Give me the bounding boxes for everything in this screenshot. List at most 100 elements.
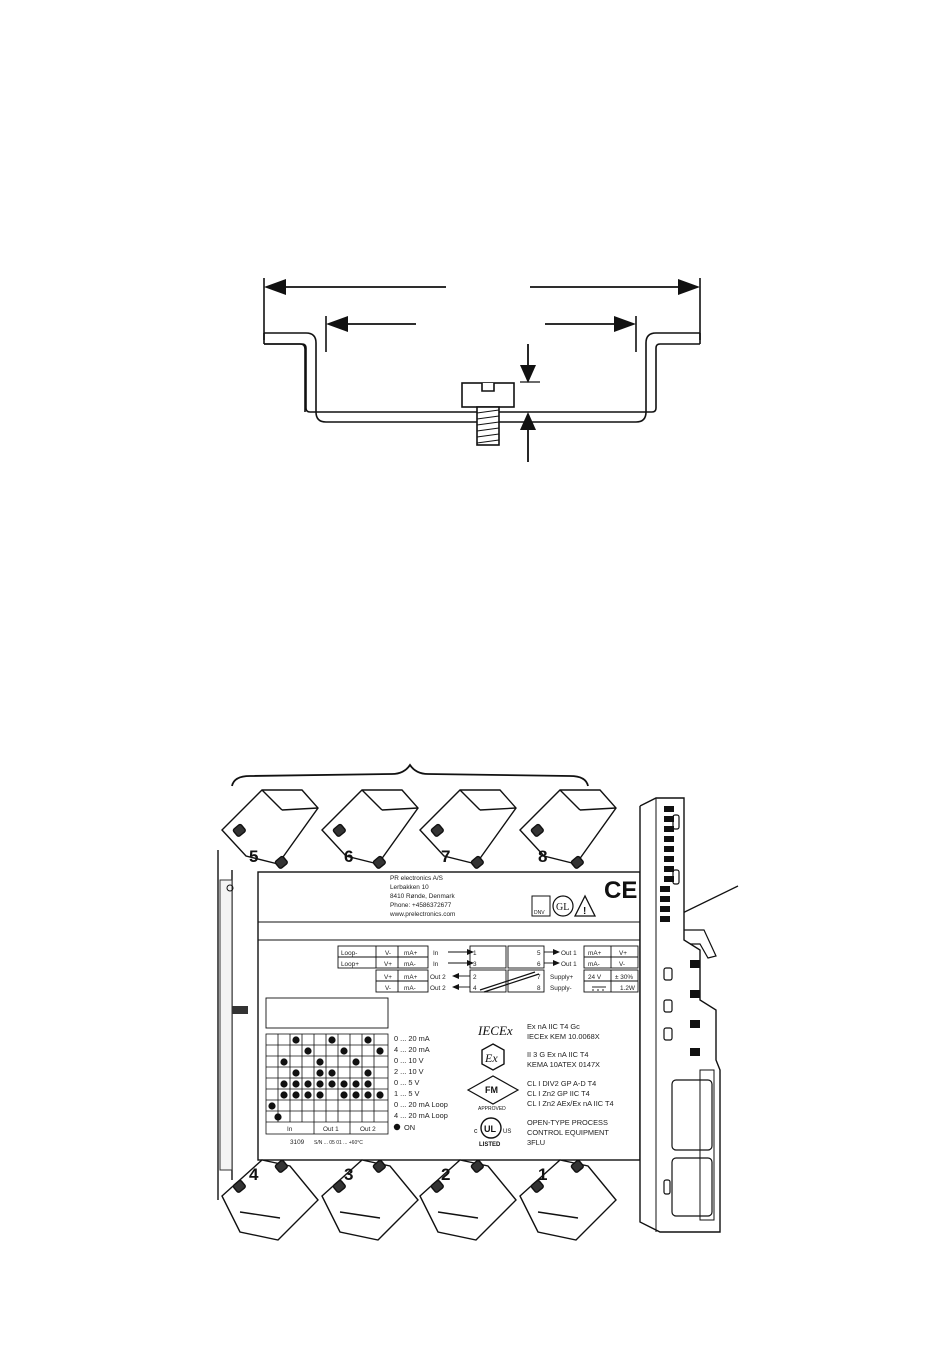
output1-ma-plus: mA+ xyxy=(588,950,602,957)
approval-fm-1: CL I DIV2 GP A-D T4 xyxy=(527,1079,596,1088)
gl-mark: GL xyxy=(552,895,574,917)
svg-text:DNV: DNV xyxy=(534,910,545,916)
output1-ma-minus: mA- xyxy=(588,961,600,968)
dip-column-in: In xyxy=(287,1126,293,1133)
left-label-in-2: In xyxy=(433,961,439,968)
right-label-out1-1: Out 1 xyxy=(561,950,577,957)
svg-text:APPROVED: APPROVED xyxy=(478,1106,506,1112)
approval-ul-1: OPEN-TYPE PROCESS xyxy=(527,1118,608,1127)
range-4-20ma: 4 ... 20 mA xyxy=(394,1045,430,1054)
right-label-out1-2: Out 1 xyxy=(561,961,577,968)
terminal-numbers-bottom: 4 3 2 1 xyxy=(249,1165,547,1184)
dip-switch-grid xyxy=(265,1033,389,1135)
approval-iecex-1: Ex nA IIC T4 Gc xyxy=(527,1022,580,1031)
terminal-number-2: 2 xyxy=(441,1165,450,1184)
dimension-arrows xyxy=(264,279,700,462)
manufacturer-line-4: Phone: +4586372677 xyxy=(390,902,452,909)
svg-text:Ex: Ex xyxy=(484,1051,498,1065)
range-0-5v: 0 ... 5 V xyxy=(394,1078,420,1087)
pin-1: 1 xyxy=(473,950,477,957)
approval-iecex-2: IECEx KEM 10.0068X xyxy=(527,1032,600,1041)
dip-grid-lines xyxy=(266,1034,388,1134)
manufacturer-address: PR electronics A/S Lerbakken 10 8410 Røn… xyxy=(389,875,455,918)
terminal-block-top-5 xyxy=(221,789,319,869)
dip-on-legend-dot xyxy=(393,1123,401,1131)
input-table-v-plus: V+ xyxy=(384,961,392,968)
right-label-supply-minus: Supply- xyxy=(550,985,572,992)
terminal-block-top-7 xyxy=(419,789,517,869)
input-table-v-minus: V- xyxy=(385,950,391,957)
pin-2: 2 xyxy=(473,974,477,981)
right-label-supply-plus: Supply+ xyxy=(550,974,574,981)
svg-text:!: ! xyxy=(583,906,586,917)
iecex-logo: IECEx xyxy=(477,1023,513,1038)
terminal-block-bottom-2 xyxy=(419,1159,517,1241)
screw-slot xyxy=(481,383,495,392)
wiring-labels: Loop- V- mA+ Loop+ V+ mA- V+ mA+ V- mA- … xyxy=(341,950,636,992)
terminal-block-top-8 xyxy=(519,789,617,869)
output2-v-minus: V- xyxy=(385,985,391,992)
dip-on-legend: ON xyxy=(404,1123,415,1132)
output1-v-minus: V- xyxy=(619,961,625,968)
input-table-loop-plus: Loop+ xyxy=(341,961,359,968)
range-4-20ma-loop: 4 ... 20 mA Loop xyxy=(394,1111,448,1120)
pin-6: 6 xyxy=(537,961,541,968)
model-suffix: S/N ... 05 01 ... +60°C xyxy=(314,1140,363,1146)
manufacturer-line-1: PR electronics A/S xyxy=(390,875,443,882)
approval-text: Ex nA IIC T4 Gc IECEx KEM 10.0068X II 3 … xyxy=(527,1022,614,1147)
left-label-out2-1: Out 2 xyxy=(430,974,446,981)
terminal-number-7: 7 xyxy=(441,847,450,866)
svg-text:US: US xyxy=(503,1129,511,1135)
terminal-block-bottom-4 xyxy=(221,1159,319,1241)
bottom-terminal-blocks xyxy=(221,1159,617,1241)
terminal-block-bottom-1 xyxy=(519,1159,617,1241)
terminal-number-4: 4 xyxy=(249,1165,259,1184)
svg-text:UL: UL xyxy=(484,1124,496,1134)
warning-icon: ! xyxy=(573,894,597,917)
terminal-block-top-6 xyxy=(321,789,419,869)
terminal-number-5: 5 xyxy=(249,847,258,866)
range-2-10v: 2 ... 10 V xyxy=(394,1067,424,1076)
pin-5: 5 xyxy=(537,950,541,957)
supply-power: 1.2W xyxy=(620,985,636,992)
left-label-in-1: In xyxy=(433,950,439,957)
pin-3: 3 xyxy=(473,961,477,968)
fm-approved-logo: FM APPROVED xyxy=(466,1075,520,1112)
supply-tolerance: ± 30% xyxy=(615,974,633,981)
dip-column-out2: Out 2 xyxy=(360,1126,376,1133)
dnv-mark: DNV xyxy=(531,895,551,917)
ul-listed-logo: UL c US LISTED xyxy=(474,1117,511,1148)
approval-fm-3: CL I Zn2 AEx/Ex nA IIC T4 xyxy=(527,1099,614,1108)
approval-atex-1: II 3 G Ex nA IIC T4 xyxy=(527,1050,588,1059)
approval-ul-2: CONTROL EQUIPMENT xyxy=(527,1128,609,1137)
approval-fm-2: CL I Zn2 GP IIC T4 xyxy=(527,1089,590,1098)
range-0-20ma: 0 ... 20 mA xyxy=(394,1034,430,1043)
approval-ul-3: 3FLU xyxy=(527,1138,545,1147)
rail-inner-outline xyxy=(264,343,306,412)
svg-text:FM: FM xyxy=(485,1085,498,1095)
manufacturer-line-2: Lerbakken 10 xyxy=(390,884,429,891)
input-table-ma-minus: mA- xyxy=(404,961,416,968)
range-0-10v: 0 ... 10 V xyxy=(394,1056,424,1065)
module-housing xyxy=(217,797,721,1233)
terminal-number-8: 8 xyxy=(538,847,547,866)
range-list: 0 ... 20 mA 4 ... 20 mA 0 ... 10 V 2 ...… xyxy=(393,1034,448,1132)
dip-column-labels: In Out 1 Out 2 xyxy=(287,1126,376,1133)
terminal-number-3: 3 xyxy=(344,1165,353,1184)
model-number: 3109 xyxy=(290,1139,305,1146)
svg-text:GL: GL xyxy=(556,902,569,913)
ce-mark: CE xyxy=(604,877,637,904)
model-line: 3109 S/N ... 05 01 ... +60°C xyxy=(290,1139,363,1146)
atex-ex-logo: Ex xyxy=(481,1043,505,1071)
terminal-number-1: 1 xyxy=(538,1165,547,1184)
output1-v-plus: V+ xyxy=(619,950,627,957)
dip-column-out1: Out 1 xyxy=(323,1126,339,1133)
screw-thread-lines xyxy=(476,409,500,444)
output2-ma-minus: mA- xyxy=(404,985,416,992)
input-table-loop-minus: Loop- xyxy=(341,950,357,957)
top-terminal-blocks xyxy=(221,789,617,869)
pin-4: 4 xyxy=(473,985,477,992)
pin-7: 7 xyxy=(537,974,541,981)
terminal-block-bottom-3 xyxy=(321,1159,419,1241)
